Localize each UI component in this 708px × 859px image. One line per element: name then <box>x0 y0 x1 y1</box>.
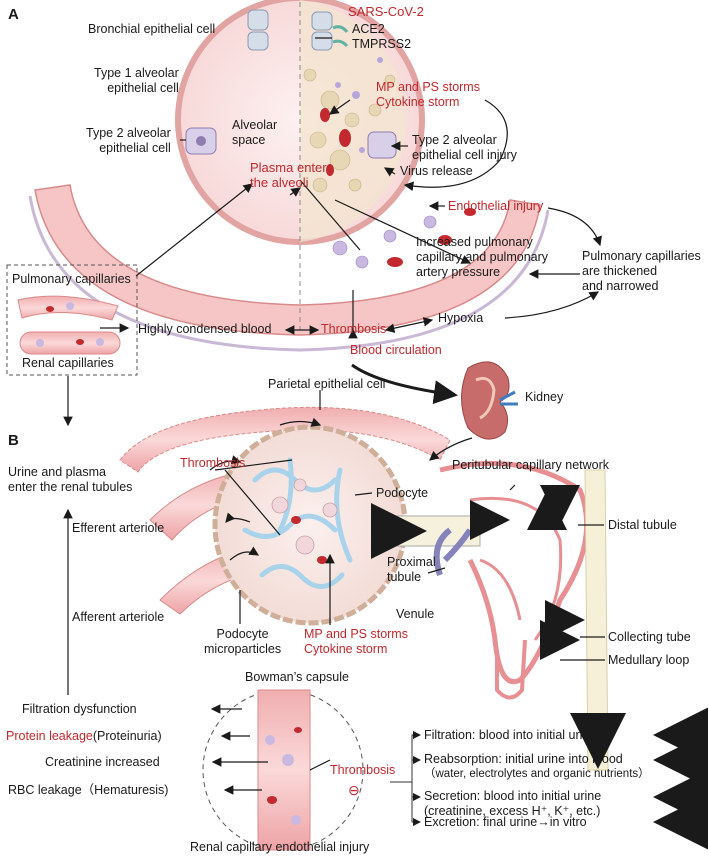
label-distal-tubule: Distal tubule <box>608 518 677 532</box>
label-cytokine-line: Cytokine storm <box>376 95 460 109</box>
label-parietal-cell: Parietal epithelial cell <box>268 377 386 391</box>
label-thrombosis-bottom: Thrombosis <box>330 763 396 777</box>
label-thickened-line2: are thickened <box>582 264 658 278</box>
label-renal-capillaries: Renal capillaries <box>22 356 114 370</box>
label-protein-leakage: Protein leakage(Proteinuria) <box>6 729 162 744</box>
label-thickened-line1: Pulmonary capillaries <box>582 249 701 263</box>
inhibit-symbol: ⊖ <box>348 782 360 798</box>
label-alveolar-line2: space <box>232 133 266 147</box>
label-podocyte: Podocyte <box>376 486 429 500</box>
legend-reabs-line1: Reabsorption: initial urine into blood <box>424 752 623 766</box>
label-pressure: Increased pulmonary capillary and pulmon… <box>416 235 548 280</box>
kidney-illustration <box>461 361 518 440</box>
panel-label-b: B <box>8 432 19 449</box>
legend-secretion: Secretion: blood into initial urine (cre… <box>424 789 601 819</box>
label-collecting-tube: Collecting tube <box>608 630 691 644</box>
label-pulmonary-capillaries: Pulmonary capillaries <box>12 272 131 286</box>
label-thickened-line3: and narrowed <box>582 279 659 293</box>
label-ace2: ACE2 <box>352 22 385 36</box>
label-type2-injury-line1: Type 2 alveolar <box>412 133 497 147</box>
label-medullary-loop: Medullary loop <box>608 653 690 667</box>
label-podo-mp-line2: microparticles <box>204 642 282 656</box>
renal-capillary-circle <box>202 689 364 851</box>
label-endothelial-injury: Endothelial injury <box>448 199 544 213</box>
label-blood-circulation: Blood circulation <box>350 343 442 357</box>
label-pressure-line1: Increased pulmonary <box>416 235 533 249</box>
label-plasma-line1: Plasma enters <box>250 160 334 175</box>
legend-reabsorption: Reabsorption: initial urine into blood （… <box>424 752 650 782</box>
label-highly-condensed: Highly condensed blood <box>138 322 272 336</box>
label-mp-ps-line: MP and PS storms <box>376 80 480 94</box>
label-protein-red: Protein leakage <box>6 729 93 743</box>
label-urine-plasma: Urine and plasma enter the renal tubules <box>8 465 132 495</box>
label-plasma-enters: Plasma enters the alveoli <box>250 160 333 190</box>
label-creatinine: Creatinine increased <box>45 755 160 769</box>
label-rbc-leakage: RBC leakage（Hematuresis) <box>8 783 169 797</box>
label-tmprss2: TMPRSS2 <box>352 37 412 51</box>
label-urine-line1: Urine and plasma <box>8 465 106 479</box>
label-sars-cov-2: SARS-CoV-2 <box>348 4 424 19</box>
label-podo-mp-line1: Podocyte <box>216 627 269 641</box>
label-renal-endothelial-injury: Renal capillary endothelial injury <box>190 840 370 854</box>
label-proximal-line2: tubule <box>387 570 422 584</box>
label-podocyte-microparticles: Podocyte microparticles <box>204 627 281 657</box>
label-kidney: Kidney <box>525 390 564 404</box>
label-proximal-line1: Proximal <box>387 555 436 569</box>
label-bowmans-capsule: Bowman’s capsule <box>245 670 349 684</box>
label-proteinuria: (Proteinuria) <box>92 729 162 743</box>
label-thickened: Pulmonary capillaries are thickened and … <box>582 249 701 294</box>
legend-reabs-line2: （water, electrolytes and organic nutrien… <box>424 768 650 780</box>
label-pressure-line3: artery pressure <box>416 265 501 279</box>
legend-secretion-line1: Secretion: blood into initial urine <box>424 789 602 803</box>
label-proximal-tubule: Proximal tubule <box>387 555 436 585</box>
label-peritubular: Peritubular capillary network <box>452 458 610 472</box>
nephron <box>119 406 626 771</box>
label-type1-line1: Type 1 alveolar <box>94 66 179 80</box>
label-thrombosis-a: Thrombosis <box>321 322 387 336</box>
label-hypoxia: Hypoxia <box>438 311 484 325</box>
label-type2-injury-line2: epithelial cell injury <box>412 148 517 162</box>
label-urine-line2: enter the renal tubules <box>8 480 133 494</box>
label-type1-line2: epithelial cell <box>107 81 179 95</box>
label-type2-line1: Type 2 alveolar <box>86 126 171 140</box>
label-type2-cell: Type 2 alveolar epithelial cell <box>86 126 171 156</box>
label-afferent-arteriole: Afferent arteriole <box>72 610 165 624</box>
label-venule: Venule <box>396 607 435 621</box>
label-bronchial-cell: Bronchial epithelial cell <box>88 22 216 36</box>
label-filtration-dysfunction: Filtration dysfunction <box>22 702 137 716</box>
label-plasma-line2: the alveoli <box>250 175 309 190</box>
label-type2-line2: epithelial cell <box>99 141 171 155</box>
alveolus <box>28 0 550 352</box>
label-mp-ps-storms-a: MP and PS storms Cytokine storm <box>376 80 480 110</box>
label-type2-injury: Type 2 alveolar epithelial cell injury <box>412 133 517 163</box>
label-type1-cell: Type 1 alveolar epithelial cell <box>94 66 179 96</box>
legend-excretion: Excretion: final urine→in vitro <box>424 815 587 829</box>
capillaries-box <box>6 264 138 376</box>
label-alveolar-line1: Alveolar <box>232 118 278 132</box>
label-pressure-line2: capillary and pulmonary <box>416 250 549 264</box>
panel-label-a: A <box>8 6 19 23</box>
legend-secretion-line2: (creatinine, excess H⁺, K⁺, etc.) <box>424 804 601 818</box>
label-cytokine-line-b: Cytokine storm <box>304 642 388 656</box>
legend-filtration: Filtration: blood into initial urine <box>424 728 597 742</box>
label-virus-release: Virus release <box>400 164 473 178</box>
label-mp-ps-storms-b: MP and PS storms Cytokine storm <box>304 627 408 657</box>
label-alveolar-space: Alveolar space <box>232 118 277 148</box>
label-mp-ps-line-b: MP and PS storms <box>304 627 408 641</box>
label-thrombosis-b: Thrombosis <box>180 456 246 470</box>
legend-arrows <box>390 707 708 850</box>
label-efferent-arteriole: Efferent arteriole <box>72 521 165 535</box>
arrows-a <box>63 37 602 461</box>
arrows-b <box>63 390 605 795</box>
